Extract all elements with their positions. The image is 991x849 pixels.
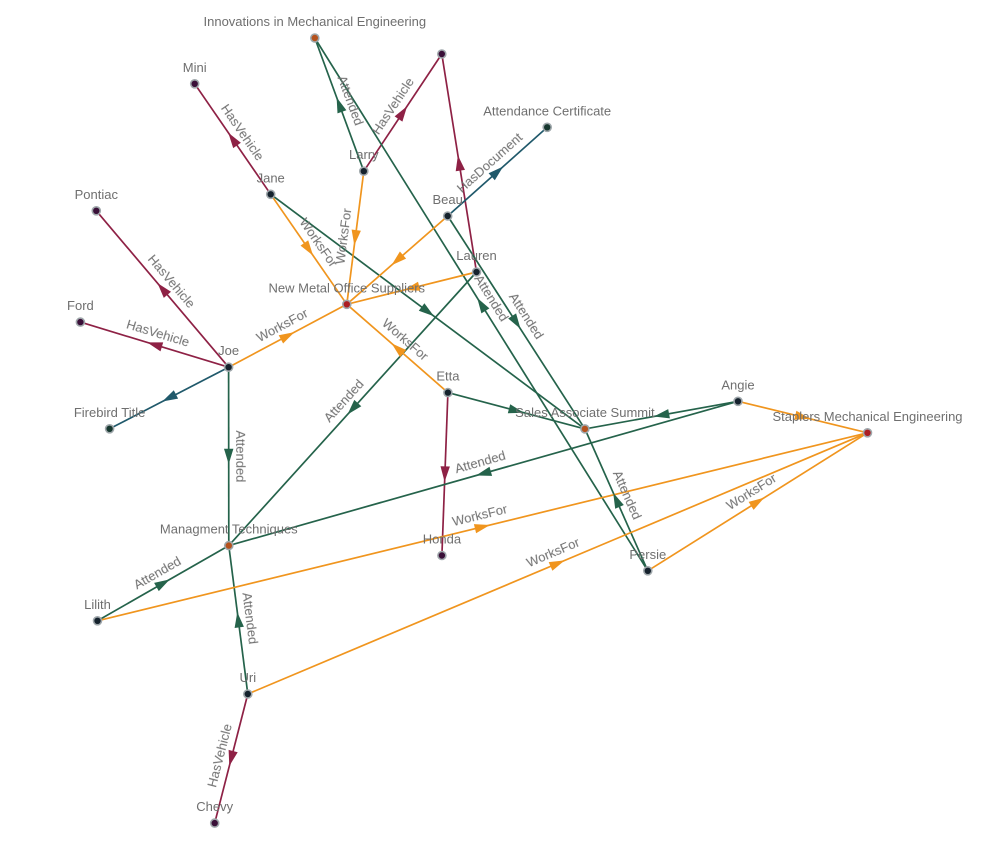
svg-text:Jane: Jane (257, 170, 285, 185)
svg-text:Beau: Beau (433, 192, 463, 207)
svg-text:WorksFor: WorksFor (332, 207, 354, 265)
svg-text:Innovations in Mechanical Engi: Innovations in Mechanical Engineering (204, 14, 427, 29)
svg-text:Lauren: Lauren (456, 248, 496, 263)
svg-text:Pontiac: Pontiac (75, 187, 119, 202)
svg-text:Etta: Etta (436, 369, 460, 384)
svg-text:Mini: Mini (183, 60, 207, 75)
svg-text:Joe: Joe (218, 343, 239, 358)
svg-text:Chevy: Chevy (196, 799, 233, 814)
svg-text:Lilith: Lilith (84, 597, 111, 612)
svg-text:Sales Associate Summit: Sales Associate Summit (515, 405, 655, 420)
svg-text:Staplers Mechanical Engineerin: Staplers Mechanical Engineering (772, 409, 962, 424)
svg-text:Larry: Larry (349, 147, 379, 162)
svg-text:Attendance Certificate: Attendance Certificate (483, 103, 611, 118)
svg-text:Ford: Ford (67, 298, 94, 313)
svg-text:Firebird Title: Firebird Title (74, 405, 146, 420)
svg-text:Uri: Uri (239, 670, 256, 685)
svg-text:Attended: Attended (239, 592, 260, 646)
svg-text:Honda: Honda (423, 532, 462, 547)
svg-text:Attended: Attended (233, 430, 248, 482)
svg-text:New Metal Office Suppliers: New Metal Office Suppliers (269, 280, 426, 295)
svg-text:Managment Techniques: Managment Techniques (160, 522, 298, 537)
svg-text:Persie: Persie (629, 547, 666, 562)
svg-text:Angie: Angie (721, 377, 754, 392)
